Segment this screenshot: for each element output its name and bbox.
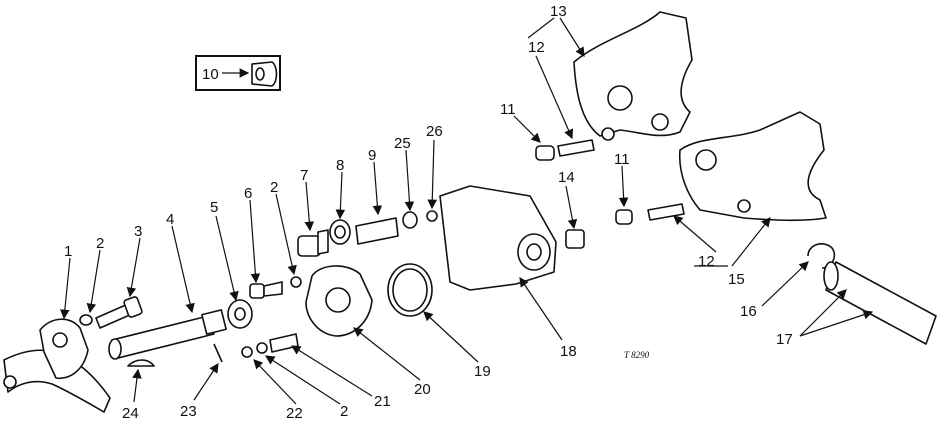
part-bushing [615, 209, 633, 225]
part-shaft [108, 309, 227, 360]
part-plug [297, 229, 329, 257]
part-pin [213, 343, 223, 363]
callout-9: 9 [368, 147, 376, 164]
inset-callout-label: 10 [202, 66, 219, 83]
callout-22: 22 [286, 405, 303, 422]
part-housing [305, 265, 373, 337]
callout-1: 1 [64, 243, 72, 260]
callout-7: 7 [300, 167, 308, 184]
drawing-code: T 8290 [624, 350, 650, 360]
callout-14: 14 [558, 169, 575, 186]
part-pin [557, 139, 595, 157]
leader-lines [60, 17, 874, 405]
callout-11b: 11 [614, 151, 630, 168]
part-bolt [95, 296, 143, 329]
part-screw [249, 281, 283, 299]
callout-12: 12 [528, 39, 545, 56]
callout-5: 5 [210, 199, 218, 216]
part-washer [79, 314, 93, 326]
part-upper-arm [573, 11, 693, 141]
part-pin [647, 203, 685, 221]
callout-2b: 2 [270, 179, 278, 196]
callout-25: 25 [394, 135, 411, 152]
callout-labels: 1 2 3 4 5 6 2 7 8 9 25 26 13 12 11 11 14… [64, 3, 793, 422]
part-ball [426, 210, 438, 222]
callout-19: 19 [474, 363, 491, 380]
callout-6: 6 [244, 185, 252, 202]
inset-box: 10 [195, 55, 281, 91]
part-set-screw [269, 333, 299, 353]
callout-23: 23 [180, 403, 197, 420]
part-bushing [402, 211, 418, 229]
callout-4: 4 [166, 211, 174, 228]
part-nut [241, 346, 253, 358]
part-washer [256, 342, 268, 354]
part-lever [3, 318, 111, 413]
part-seal-ring [387, 263, 433, 317]
part-case [439, 185, 557, 291]
part-o-ring [329, 219, 351, 245]
callout-2: 2 [96, 235, 104, 252]
callout-12b: 12 [698, 253, 715, 270]
part-nut [565, 229, 585, 249]
callout-20: 20 [414, 381, 431, 398]
callout-18: 18 [560, 343, 577, 360]
callout-21: 21 [374, 393, 391, 410]
part-key [127, 359, 155, 367]
callout-11: 11 [500, 101, 516, 118]
callout-2c: 2 [340, 403, 348, 420]
callout-17: 17 [776, 331, 793, 348]
part-washer-small [290, 276, 302, 288]
part-shaft-long [823, 261, 937, 345]
part-lower-arm [678, 111, 827, 222]
callout-16: 16 [740, 303, 757, 320]
callout-8: 8 [336, 157, 344, 174]
callout-24: 24 [122, 405, 139, 422]
part-bushing [535, 145, 555, 161]
part-washer-large [227, 299, 253, 329]
callout-3: 3 [134, 223, 142, 240]
callout-15: 15 [728, 271, 745, 288]
callout-13: 13 [550, 3, 567, 20]
callout-26: 26 [426, 123, 443, 140]
part-spring [355, 217, 399, 245]
